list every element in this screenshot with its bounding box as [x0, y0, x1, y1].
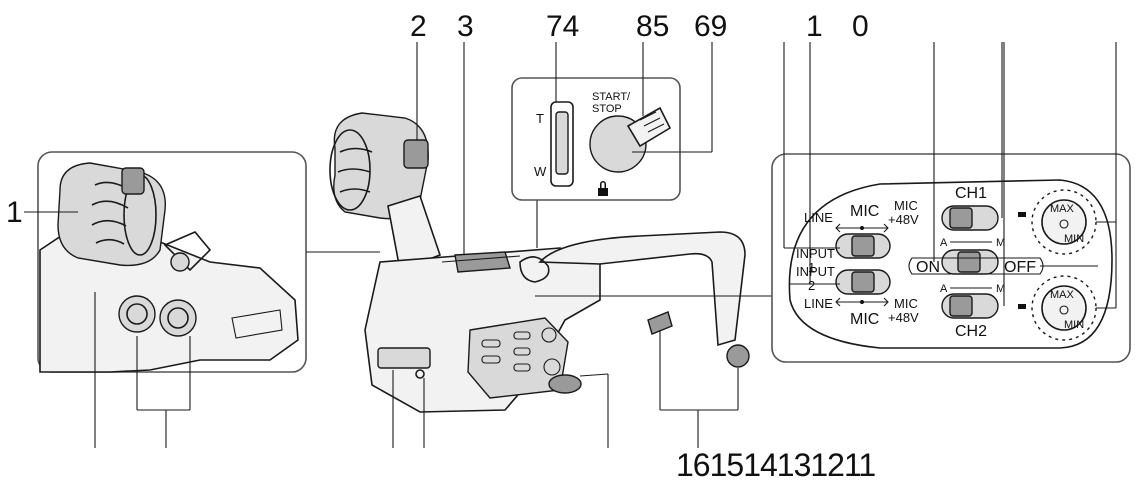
bottom-dial	[548, 374, 582, 394]
zoom-rocker	[550, 101, 574, 187]
input2-label-2: 2	[808, 278, 815, 293]
svg-text:MAX: MAX	[1050, 289, 1075, 301]
svg-text:MAX: MAX	[1050, 203, 1075, 215]
input1-label-2: 1	[808, 260, 815, 275]
start-stop-label-2: STOP	[592, 103, 622, 115]
input2-mic48-label-2: +48V	[888, 310, 919, 325]
on-label: ON	[916, 259, 940, 276]
holder-knob	[121, 167, 145, 195]
input1-line-label: LINE	[804, 210, 833, 225]
handle-screw	[726, 344, 750, 368]
input2-label-1: INPUT	[796, 264, 835, 279]
lock-icon	[598, 181, 608, 196]
off-label: OFF	[1004, 259, 1036, 276]
control-panel-inset: LINE MIC MIC +48V INPUT 1 INPUT 2 LINE M…	[771, 153, 1131, 363]
ch2-label: CH2	[955, 323, 987, 340]
input2-mic-label: MIC	[850, 311, 879, 328]
input1-label-1: INPUT	[796, 246, 835, 261]
xlr-terminal-1	[118, 295, 156, 333]
callout-bottom-row: 161514131211	[676, 447, 875, 481]
callout-1-left: 1	[6, 196, 23, 229]
ch2-m-label: M	[996, 283, 1005, 295]
input1-mic-label: MIC	[850, 203, 879, 220]
start-stop-label-1: START/	[592, 91, 631, 103]
callout-2: 2	[410, 10, 427, 43]
zoom-inset: T W START/ STOP	[511, 77, 681, 201]
ch1-m-label: M	[996, 237, 1005, 249]
handle	[538, 231, 746, 347]
svg-text:MIN: MIN	[1064, 233, 1084, 245]
leader-lines-center	[392, 42, 772, 448]
zoom-w-label: W	[534, 164, 547, 179]
leader-lines-right	[783, 42, 1117, 309]
ch1-a-label: A	[940, 237, 948, 249]
callout-85: 85	[636, 10, 669, 43]
leader-lines-zoom	[555, 42, 713, 153]
callout-0: 0	[852, 10, 869, 43]
input1-mic48-label-1: MIC	[894, 198, 918, 213]
input1-mic48-label-2: +48V	[888, 212, 919, 227]
ch1-label: CH1	[955, 185, 987, 202]
callout-69: 69	[694, 10, 727, 43]
ch2-a-label: A	[940, 283, 948, 295]
ch1-level-dial: MAX MIN	[1031, 189, 1097, 255]
callout-74: 74	[546, 10, 579, 43]
accessory-shoe	[454, 251, 511, 273]
zoom-t-label: T	[536, 111, 544, 126]
ch2-level-dial: MAX MIN	[1031, 275, 1097, 341]
callout-3: 3	[457, 10, 474, 43]
left-inset	[37, 151, 307, 373]
leader-lines-left	[24, 211, 380, 448]
svg-text:MIN: MIN	[1064, 319, 1084, 331]
main-unit	[329, 112, 750, 413]
control-panel-face	[788, 179, 1113, 349]
center-holder-knob	[403, 139, 429, 169]
side-stripe	[377, 347, 431, 369]
mic-holder	[57, 162, 166, 267]
start-stop-lock-lever	[626, 106, 672, 148]
callout-1-right: 1	[806, 10, 823, 43]
xlr-terminal-2	[159, 299, 197, 337]
input2-line-label: LINE	[804, 296, 833, 311]
input2-mic48-label-1: MIC	[894, 296, 918, 311]
